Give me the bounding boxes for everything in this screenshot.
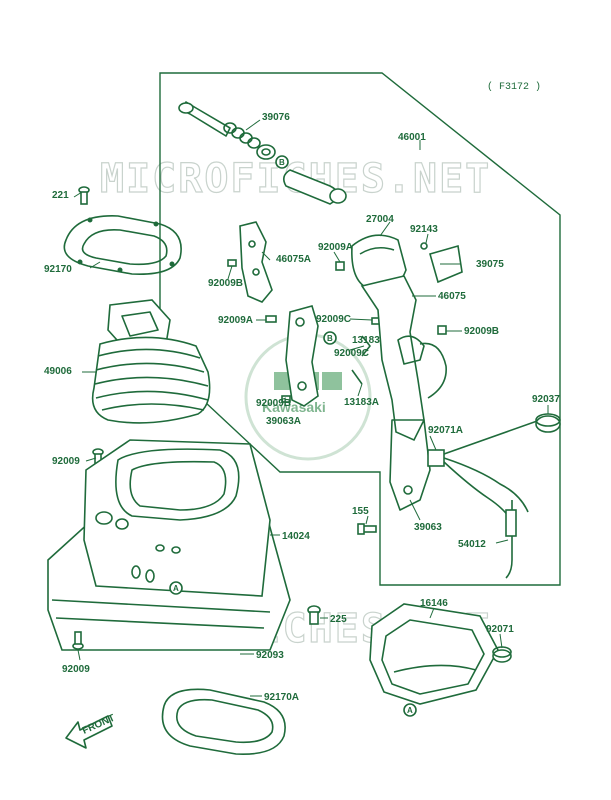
gasket-92170a bbox=[161, 688, 286, 755]
label-92009c-mid: 92009C bbox=[334, 348, 369, 359]
grommet-92071 bbox=[492, 646, 512, 663]
label-14024: 14024 bbox=[282, 531, 310, 542]
label-92093: 92093 bbox=[256, 650, 284, 661]
label-225: 225 bbox=[330, 614, 347, 625]
label-46075: 46075 bbox=[438, 291, 466, 302]
shaft-assembly: B bbox=[178, 101, 347, 205]
wiring-harness bbox=[427, 419, 541, 579]
label-13183a: 13183A bbox=[344, 397, 379, 408]
label-221: 221 bbox=[52, 190, 69, 201]
figure-reference: ( F3172 ) bbox=[487, 81, 541, 93]
boot-49006 bbox=[91, 299, 211, 424]
label-39063a: 39063A bbox=[266, 416, 301, 427]
label-92009a-top: 92009A bbox=[318, 242, 353, 253]
label-49006: 49006 bbox=[44, 366, 72, 377]
label-92009b-top: 92009B bbox=[208, 278, 243, 289]
label-92143: 92143 bbox=[410, 224, 438, 235]
label-92170: 92170 bbox=[44, 264, 72, 275]
front-arrow: FRONT bbox=[65, 713, 117, 749]
tray-16146: A bbox=[369, 603, 499, 717]
label-54012: 54012 bbox=[458, 539, 486, 550]
label-155: 155 bbox=[352, 506, 369, 517]
part-labels: 39076 46001 221 27004 92143 92009A 46075… bbox=[44, 112, 560, 703]
bolt-155 bbox=[357, 523, 377, 535]
label-92009-bottom: 92009 bbox=[62, 664, 90, 675]
label-92037: 92037 bbox=[532, 394, 560, 405]
leader-lines bbox=[73, 119, 549, 697]
callout-b-shaft: B bbox=[279, 158, 285, 167]
label-92170a: 92170A bbox=[264, 692, 299, 703]
knob-27004 bbox=[351, 234, 407, 291]
label-92009c-top: 92009C bbox=[316, 314, 351, 325]
label-92009a-mid: 92009A bbox=[218, 315, 253, 326]
label-16146: 16146 bbox=[420, 598, 448, 609]
label-92009b-right: 92009B bbox=[464, 326, 499, 337]
label-46001: 46001 bbox=[398, 132, 426, 143]
label-92071a: 92071A bbox=[428, 425, 463, 436]
label-27004: 27004 bbox=[366, 214, 394, 225]
label-39075: 39075 bbox=[476, 259, 504, 270]
gasket-92170 bbox=[63, 215, 182, 275]
screw-225 bbox=[307, 605, 321, 625]
label-46075a: 46075A bbox=[276, 254, 311, 265]
link-39063a: B bbox=[285, 305, 337, 407]
bracket-46075a bbox=[239, 221, 273, 303]
lever-46075 bbox=[360, 275, 447, 511]
label-39063: 39063 bbox=[414, 522, 442, 533]
label-13183: 13183 bbox=[352, 335, 380, 346]
screw-92009-lower bbox=[72, 631, 84, 650]
label-92009-left: 92009 bbox=[52, 456, 80, 467]
screw-221 bbox=[78, 186, 90, 205]
label-92009b-mid: 92009B bbox=[256, 398, 291, 409]
watermark-brand: Kawasaki bbox=[262, 399, 326, 415]
pins-13183 bbox=[351, 335, 371, 385]
callout-b-link: B bbox=[327, 334, 333, 343]
callout-a-tray: A bbox=[407, 706, 413, 715]
callout-a-housing: A bbox=[173, 584, 179, 593]
cap-92037 bbox=[535, 413, 561, 433]
housing-14024: A bbox=[47, 439, 291, 651]
label-92071: 92071 bbox=[486, 624, 514, 635]
label-39076: 39076 bbox=[262, 112, 290, 123]
